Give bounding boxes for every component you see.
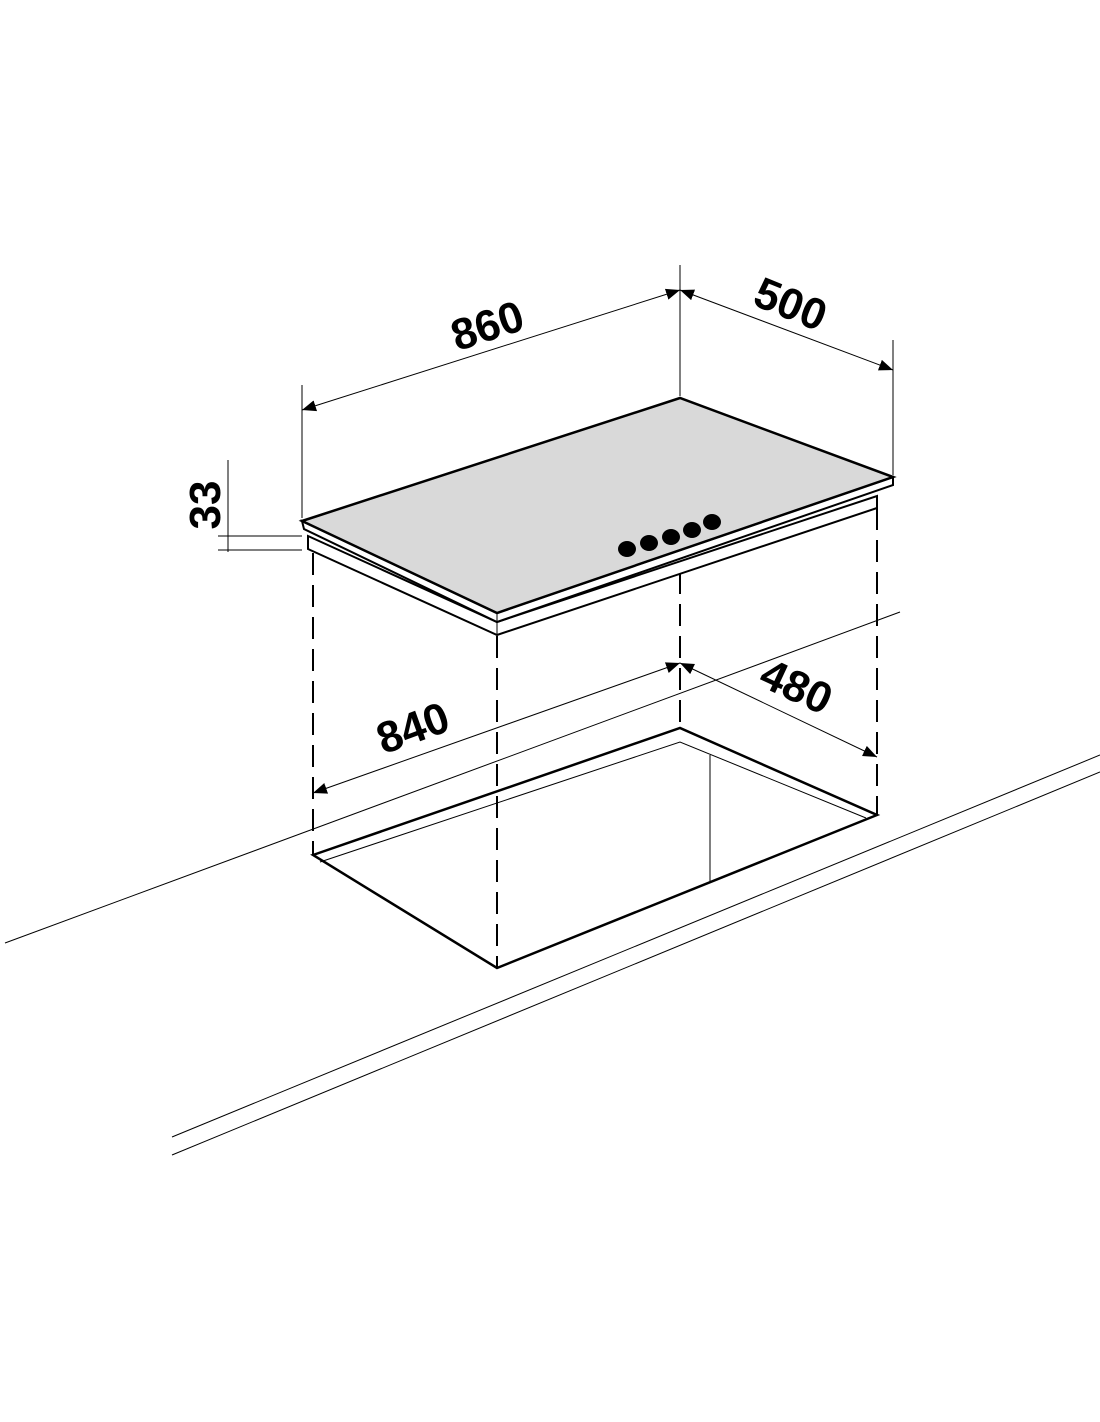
knob-icon bbox=[662, 529, 680, 545]
label-hob-height: 33 bbox=[181, 481, 230, 530]
countertop-front-edge-bottom bbox=[171, 771, 1100, 1156]
burner-knobs bbox=[618, 514, 721, 557]
hob bbox=[298, 396, 897, 637]
label-hob-width: 860 bbox=[445, 292, 530, 361]
dimension-hob-height: 33 bbox=[181, 460, 302, 552]
hob-glass-surface bbox=[298, 396, 897, 615]
label-cutout-width: 840 bbox=[370, 693, 456, 764]
label-cutout-depth: 480 bbox=[753, 649, 840, 724]
countertop-front-edge-top bbox=[171, 754, 1100, 1138]
label-hob-depth: 500 bbox=[747, 268, 833, 341]
knob-icon bbox=[640, 535, 658, 551]
cutout-opening bbox=[310, 726, 881, 970]
knob-icon bbox=[683, 522, 701, 538]
knob-icon bbox=[618, 541, 636, 557]
knob-icon bbox=[703, 514, 721, 530]
